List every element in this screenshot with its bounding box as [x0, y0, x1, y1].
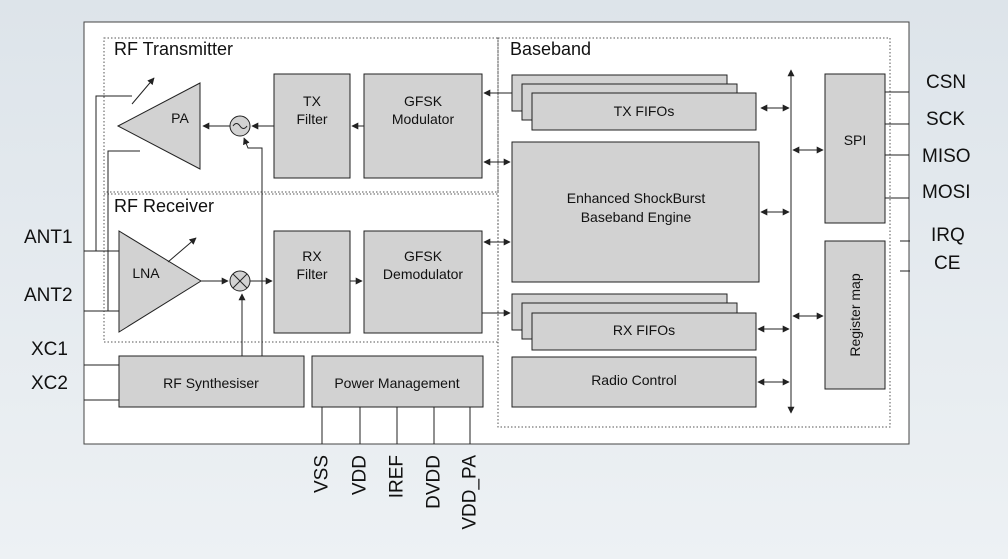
- pin-irq: IRQ: [931, 225, 965, 246]
- pin-iref: IREF: [387, 455, 408, 498]
- rx-filter-label-2: Filter: [296, 266, 327, 282]
- pin-ce: CE: [934, 253, 960, 274]
- rf-synthesiser-block: RF Synthesiser: [118, 355, 305, 408]
- pin-xc2: XC2: [31, 373, 68, 394]
- gfsk-modulator-label-1: GFSK: [404, 93, 443, 109]
- pin-vdd: VDD: [350, 455, 371, 495]
- pin-mosi: MOSI: [922, 182, 971, 203]
- engine-label-2: Baseband Engine: [581, 209, 692, 225]
- rx-filter-block: RX Filter: [273, 230, 351, 334]
- power-management-label: Power Management: [334, 375, 459, 391]
- pin-csn: CSN: [926, 72, 966, 93]
- radio-control-block: Radio Control: [511, 356, 757, 408]
- tx-filter-label-1: TX: [303, 93, 322, 109]
- register-map-block: Register map: [824, 240, 886, 390]
- spi-label: SPI: [844, 132, 867, 148]
- baseband-title: Baseband: [510, 39, 591, 59]
- pin-ant1: ANT1: [24, 227, 73, 248]
- engine-block: Enhanced ShockBurst Baseband Engine: [511, 141, 760, 283]
- rx-fifos-block: RX FIFOs: [511, 293, 757, 351]
- gfsk-demodulator-label-2: Demodulator: [383, 266, 463, 282]
- rf-transmitter-title: RF Transmitter: [114, 39, 233, 59]
- spi-block: SPI: [824, 73, 886, 224]
- gfsk-modulator-label-2: Modulator: [392, 111, 455, 127]
- power-management-block: Power Management: [311, 355, 484, 408]
- pin-sck: SCK: [926, 109, 965, 130]
- pa-amplifier: PA: [116, 82, 201, 170]
- rf-transmitter-section: [103, 37, 499, 193]
- pin-xc1: XC1: [31, 339, 68, 360]
- lna-amplifier: LNA: [118, 230, 202, 333]
- lna-variable-arrow: [167, 237, 197, 263]
- signal-lines: [84, 69, 910, 444]
- gfsk-modulator-block: GFSK Modulator: [363, 73, 483, 179]
- lna-label: LNA: [132, 265, 160, 281]
- rx-mixer: [229, 270, 251, 292]
- tx-filter-label-2: Filter: [296, 111, 327, 127]
- register-map-label: Register map: [847, 273, 863, 356]
- pin-vss: VSS: [312, 455, 333, 493]
- gfsk-demodulator-block: GFSK Demodulator: [363, 230, 483, 334]
- rx-fifos-label: RX FIFOs: [613, 322, 675, 338]
- pin-miso: MISO: [922, 146, 971, 167]
- rx-filter-label-1: RX: [302, 248, 322, 264]
- pin-ant2: ANT2: [24, 285, 73, 306]
- rf-synthesiser-label: RF Synthesiser: [163, 375, 259, 391]
- rf-receiver-section: [103, 193, 499, 343]
- rf-receiver-title: RF Receiver: [114, 196, 214, 216]
- baseband-section: [497, 37, 891, 428]
- radio-control-label: Radio Control: [591, 372, 677, 388]
- tx-fifos-block: TX FIFOs: [511, 74, 757, 131]
- tx-mixer: [229, 115, 251, 137]
- gfsk-demodulator-label-1: GFSK: [404, 248, 443, 264]
- tx-filter-block: TX Filter: [273, 73, 351, 179]
- pin-vdd-pa: VDD_PA: [460, 455, 481, 530]
- pa-variable-arrow: [131, 77, 155, 105]
- pa-label: PA: [171, 110, 189, 126]
- pin-dvdd: DVDD: [424, 455, 445, 509]
- tx-fifos-label: TX FIFOs: [614, 103, 675, 119]
- engine-label-1: Enhanced ShockBurst: [567, 190, 706, 206]
